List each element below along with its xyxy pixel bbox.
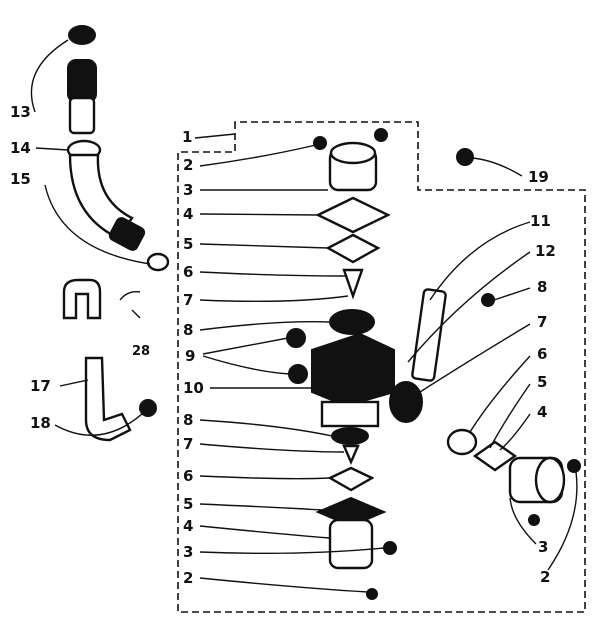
label-14: 14 <box>10 139 31 157</box>
label-10: 10 <box>183 379 204 397</box>
screw-bottom <box>366 588 378 600</box>
hose-clip-part-28 <box>119 290 141 301</box>
fitting-19 <box>456 148 474 166</box>
side-screw-top <box>567 459 581 473</box>
side-diaphragm <box>446 428 478 456</box>
side-screw-bottom <box>528 514 540 526</box>
pump-body <box>311 332 395 408</box>
diaphragm-top <box>325 233 381 264</box>
motor-cap-rim <box>329 141 377 165</box>
housing-outline <box>177 121 586 613</box>
label-18: 18 <box>30 414 51 432</box>
leader-lines <box>30 39 578 593</box>
gasket-top <box>315 196 391 234</box>
label-2-bottom: 2 <box>183 569 193 587</box>
label-7-bottom: 7 <box>183 435 193 453</box>
screw-top-left <box>313 136 327 150</box>
pump-stack <box>286 128 397 600</box>
screw-top-right <box>374 128 388 142</box>
side-seal <box>389 381 423 423</box>
label-9: 9 <box>185 347 195 365</box>
pump-base-plate <box>320 400 380 428</box>
label-5-right: 5 <box>537 373 547 391</box>
label-4-bottom: 4 <box>183 517 193 535</box>
diaphragm-bottom <box>327 466 375 492</box>
side-gasket <box>472 440 518 472</box>
screw-bottom-right <box>383 541 397 555</box>
label-15: 15 <box>10 170 31 188</box>
bracket-11 <box>411 288 447 382</box>
label-11: 11 <box>530 212 551 230</box>
label-1: 1 <box>182 128 192 146</box>
side-pump-assembly <box>389 148 581 526</box>
side-motor-face <box>534 456 566 504</box>
label-8-right: 8 <box>537 278 547 296</box>
screw-12 <box>481 293 495 307</box>
label-6-bottom: 6 <box>183 467 193 485</box>
label-5-top: 5 <box>183 235 193 253</box>
label-4-top: 4 <box>183 205 193 223</box>
drain-hose-part-17 <box>84 356 132 442</box>
label-17: 17 <box>30 377 51 395</box>
fitting-9a <box>286 328 306 348</box>
hose-clamp-part-13 <box>67 59 97 103</box>
label-4-right: 4 <box>537 403 547 421</box>
motor-cap-bottom <box>328 518 374 570</box>
hose-clamp <box>108 217 146 251</box>
label-7-top: 7 <box>183 291 193 309</box>
valve-bottom <box>342 444 360 465</box>
seal-ring-top <box>329 309 375 335</box>
label-12: 12 <box>535 242 556 260</box>
hose-u-bend <box>62 278 102 320</box>
label-3-bottom: 3 <box>183 543 193 561</box>
hose-assembly-left <box>62 25 170 442</box>
label-6-right: 6 <box>537 345 547 363</box>
label-2-top: 2 <box>183 156 193 174</box>
label-19: 19 <box>528 168 549 186</box>
label-3-top: 3 <box>183 181 193 199</box>
hose-nipple <box>146 252 170 272</box>
label-28: 28 <box>132 344 150 359</box>
label-7-right: 7 <box>537 313 547 331</box>
label-13: 13 <box>10 103 31 121</box>
fitting-9b <box>288 364 308 384</box>
valve-top <box>342 268 364 300</box>
label-3-right: 3 <box>538 538 548 556</box>
seal-ring-bottom <box>331 427 369 445</box>
drain-hose-fitting-18 <box>139 399 157 417</box>
label-5-bottom: 5 <box>183 495 193 513</box>
hose-cap <box>68 25 96 45</box>
hose-coupling <box>68 96 96 135</box>
callout-labels: 1 2 3 4 5 6 7 8 9 10 8 7 6 5 4 3 2 13 14… <box>10 103 556 587</box>
label-2-right: 2 <box>540 568 550 586</box>
label-8-top: 8 <box>183 321 193 339</box>
label-6-top: 6 <box>183 263 193 281</box>
label-8-bottom: 8 <box>183 411 193 429</box>
